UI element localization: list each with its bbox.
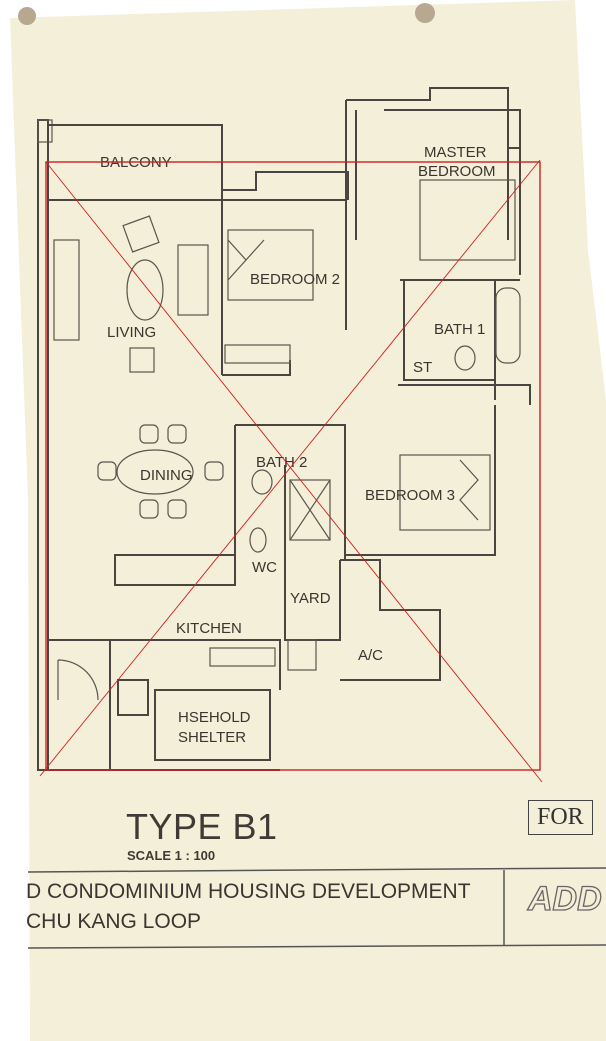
room-label-living: LIVING: [107, 324, 156, 341]
title-block-lines: [27, 867, 606, 949]
project-name-line-2: CHU KANG LOOP: [26, 910, 202, 933]
project-name-line-1: D CONDOMINIUM HOUSING DEVELOPMENT: [26, 880, 471, 903]
stamp-box: FOR: [528, 800, 593, 835]
walls: [37, 87, 531, 771]
company-logo: ADD: [527, 879, 602, 918]
punch-hole: [415, 3, 435, 23]
room-label-st: ST: [413, 359, 432, 376]
room-label-shelter-1: HSEHOLD: [178, 709, 251, 726]
room-label-dining: DINING: [140, 467, 193, 484]
room-label-bedroom-2: BEDROOM 2: [250, 271, 340, 288]
room-label-yard: YARD: [290, 590, 331, 607]
room-label-shelter-2: SHELTER: [178, 729, 246, 746]
room-label-bath-2: BATH 2: [256, 454, 307, 471]
red-cross-markup: [39, 159, 543, 783]
room-label-wc: WC: [252, 559, 277, 576]
room-label-kitchen: KITCHEN: [176, 620, 242, 637]
punch-hole: [18, 7, 36, 25]
room-label-bath-1: BATH 1: [434, 321, 485, 338]
unit-type-title: TYPE B1: [126, 806, 278, 847]
furniture: [53, 179, 521, 671]
room-label-master-2: BEDROOM: [418, 163, 496, 180]
scale-label: SCALE 1 : 100: [127, 848, 216, 863]
room-label-ac: A/C: [358, 647, 383, 664]
room-label-bedroom-3: BEDROOM 3: [365, 487, 455, 504]
room-label-master-1: MASTER: [424, 144, 487, 161]
